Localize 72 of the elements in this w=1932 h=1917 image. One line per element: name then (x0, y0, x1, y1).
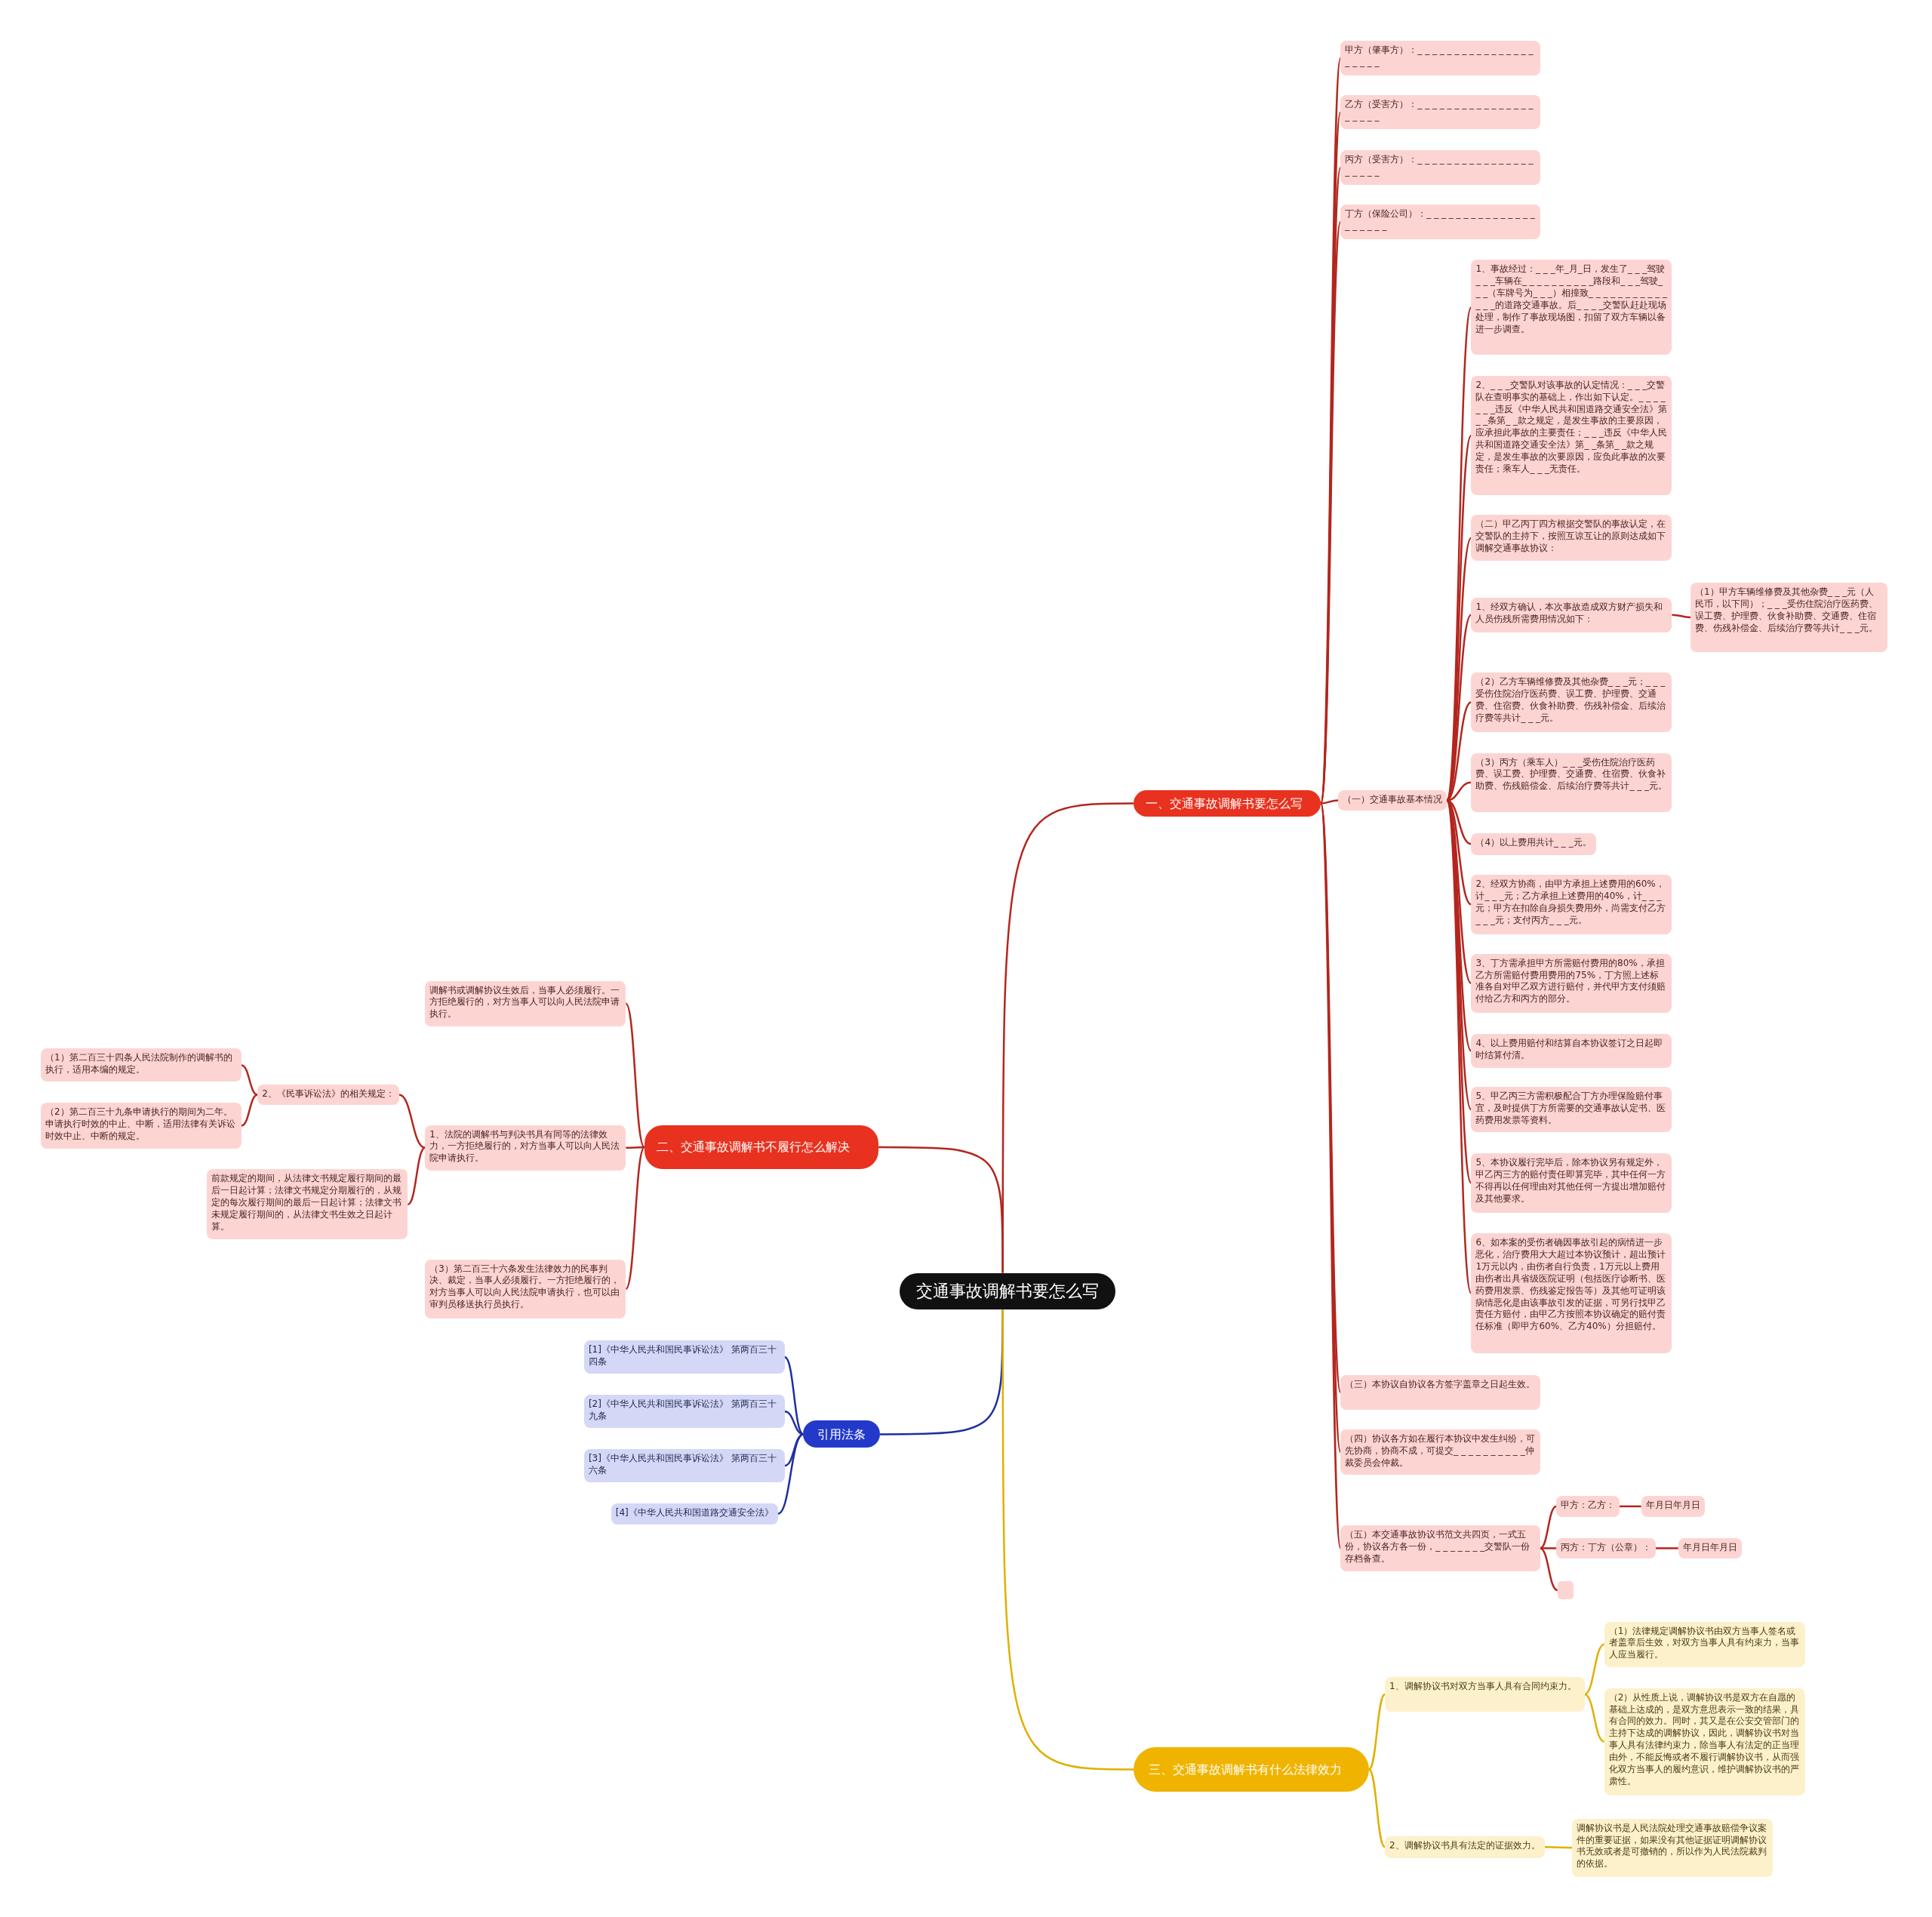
topic-box: （2）从性质上说，调解协议书是双方在自愿的基础上达成的，是双方意思表示一致的结果，具有合同的效力。同时，其又是在公安交管部门的主持下达成的调解协议，因此，调解协议书对当事人具有法律约束力，除当事人有法定的正当理由外，不能反悔或者不履行调解协议书，从而强化双方当事人的履约意识，维护调解协议书的严肃性。 (1604, 1688, 1805, 1795)
connector-line (1001, 1309, 1134, 1771)
connector-line (1656, 1547, 1678, 1549)
topic-box: （1）第二百三十四条人民法院制作的调解书的执行，适用本编的规定。 (40, 1048, 242, 1082)
topic-box: [1]《中华人民共和国民事诉讼法》 第两百三十四条 (583, 1340, 785, 1374)
topic-box: 乙方（受害方）：_ _ _ _ _ _ _ _ _ _ _ _ _ _ _ _ _ _ _ _ _ (1340, 94, 1540, 130)
topic-box: （3）第二百三十六条发生法律效力的民事判决、裁定，当事人必须履行。一方拒绝履行的，对方当事人可以向人民法院申请执行，也可以由审判员移送执行员执行。 (425, 1259, 626, 1319)
connector-line (1540, 1547, 1558, 1592)
topic-box: 1、经双方确认，本次事故造成双方财产损失和人员伤残所需费用情况如下： (1471, 597, 1672, 632)
connector-line (1584, 1693, 1605, 1743)
topic-box: 丙方：丁方（公章）： (1556, 1537, 1657, 1559)
topic-box: （一）交通事故基本情况 (1338, 789, 1447, 811)
connector-line (625, 1003, 645, 1148)
topic-box: 5、甲乙丙三方需积极配合丁方办理保险赔付事宜，及时提供丁方所需要的交通事故认定书、医药费用发票等资料。 (1471, 1087, 1672, 1133)
connector-line (784, 1410, 804, 1435)
topic-box: 2、经双方协商，由甲方承担上述费用的60%，计_ _ _元；乙方承担上述费用的40%，计_ _ _元；甲方在扣除自身损失费用外，尚需支付乙方_ _ _元；支付丙方_ _ _元。 (1471, 875, 1672, 934)
connector-line (1540, 1505, 1557, 1549)
connector-line (1540, 1547, 1557, 1549)
branch-topic: 引用法条 (803, 1420, 880, 1448)
connector-line (626, 1146, 645, 1149)
topic-box: 年月日年月日 (1641, 1496, 1705, 1517)
topic-box: 4、以上费用赔付和结算自本协议签订之日起即时结算付清。 (1471, 1033, 1672, 1069)
connector-line (241, 1094, 258, 1127)
connector-line (784, 1356, 804, 1435)
topic-box: 前款规定的期间，从法律文书规定履行期间的最后一日起计算；法律文书规定分期履行的，从规定的每次履行期间的最后一日起计算；法律文书未规定履行期间的，从法律文书生效之日起计算。 (207, 1169, 408, 1240)
topic-box: 丁方（保险公司）：_ _ _ _ _ _ _ _ _ _ _ _ _ _ _ _ _ _ _ _ _ (1340, 205, 1540, 239)
topic-box: 调解书或调解协议生效后，当事人必须履行。一方拒绝履行的，对方当事人可以向人民法院申请执行。 (425, 980, 626, 1026)
topic-box: 甲方（肇事方）：_ _ _ _ _ _ _ _ _ _ _ _ _ _ _ _ _ _ _ _ _ (1340, 40, 1540, 75)
connector-line (1672, 614, 1691, 619)
connector-line (241, 1064, 258, 1096)
topic-box: 1、事故经过：_ _ _年_月_日，发生了_ _ _驾驶_ _ _车辆在_ _ _ _ _ _ _ _ _ _路段和_ _ _驾驶_ _ _（车牌号为_ _ _）相撞致_ _ _ _ _ _ _ _ _ _ _ _ _ _的道路交通事故。后_ _ _ _交警队赶赴现场处理，制作了事故现场图，扣留了双方车辆以备进一步调查。 (1471, 260, 1672, 355)
topic-box: 1、法院的调解书与判决书具有同等的法律效力，一方拒绝履行的，对方当事人可以向人民法院申请执行。 (425, 1125, 626, 1171)
topic-box: （2）乙方车辆维修费及其他杂费_ _ _元；_ _ _受伤住院治疗医药费、误工费、护理费、交通费、住宿费、伙食补助费、伤残补偿金、后续治疗费等共计_ _ _元。 (1471, 672, 1672, 732)
topic-box: 3、丁方需承担甲方所需赔付费用的80%，承担乙方所需赔付费用费用的75%，丁方照上述标准各自对甲乙双方进行赔付，并代甲方支付须赔付给乙方和丙方的部分。 (1471, 953, 1672, 1014)
branch-topic: 一、交通事故调解书要怎么写 (1134, 789, 1321, 817)
connector-line (1321, 799, 1339, 805)
topic-box: （五）本交通事故协议书范文共四页，一式五份，协议各方各一份，_ _ _ _ _ _ _交警队一份存档备查。 (1340, 1525, 1540, 1571)
connector-line (625, 1146, 645, 1290)
topic-box: （四）协议各方如在履行本协议中发生纠纷，可先协商，协商不成，可提交_ _ _ _ _ _ _ _ _ _仲裁委员会仲裁。 (1340, 1429, 1540, 1475)
topic-box: （2）第二百三十九条申请执行的期间为二年。申请执行时效的中止、中断，适用法律有关诉讼时效中止、中断的规定。 (40, 1103, 242, 1149)
topic-box: 2、调解协议书具有法定的证据效力。 (1385, 1835, 1545, 1858)
topic-box: （3）丙方（乘车人）_ _ _受伤住院治疗医药费、误工费、护理费、交通费、住宿费、伙食补助费、伤残赔偿金、后续治疗费等共计_ _ _元。 (1471, 752, 1672, 812)
topic-box: 1、调解协议书对双方当事人具有合同约束力。 (1385, 1677, 1585, 1712)
topic-box: （二）甲乙丙丁四方根据交警队的事故认定，在交警队的主持下，按照互谅互让的原则达成如下调解交通事故协议： (1471, 515, 1672, 561)
topic-box: [4]《中华人民共和国道路交通安全法》 (611, 1503, 778, 1525)
topic-box: 甲方：乙方： (1556, 1496, 1620, 1517)
topic-box: [2]《中华人民共和国民事诉讼法》 第两百三十九条 (583, 1395, 785, 1429)
topic-box: 年月日年月日 (1678, 1537, 1742, 1559)
empty-box (1557, 1580, 1574, 1600)
topic-box: 调解协议书是人民法院处理交通事故赔偿争议案件的重要证据，如果没有其他证据证明调解协议书无效或者是可撤销的，所以作为人民法院裁判的依据。 (1572, 1818, 1774, 1877)
topic-box: （1）法律规定调解协议书由双方当事人签名或者盖章后生效，对双方当事人具有约束力，当事人应当履行。 (1604, 1621, 1805, 1667)
topic-box: [3]《中华人民共和国民事诉讼法》 第两百三十六条 (583, 1449, 785, 1483)
topic-box: （1）甲方车辆维修费及其他杂费_ _ _元（人民币，以下同）；_ _ _受伤住院治疗医药费、误工费、护理费、伙食补助费、交通费、住宿费、伤残补偿金、后续治疗费等共计_ _ _元。 (1690, 583, 1888, 652)
topic-box: 2、_ _ _交警队对该事故的认定情况：_ _ _交警队在查明事实的基础上，作出如下认定。_ _ _ _ _ _ _违反《中华人民共和国道路交通安全法》第_ _条第_ _款之规定，是发生事故的主要原因，应承担此事故的主要责任；_ _ _违反《中华人民共和国道路交通安全法》第_ _条第_ _款之规定，是发生事故的次要原因，应负此事故的次要责任；乘车人_ _ _无责任。 (1471, 375, 1672, 496)
connector-line (1620, 1505, 1641, 1508)
connector-line (1584, 1643, 1605, 1696)
topic-box: 6、如本案的受伤者确因事故引起的病情进一步恶化，治疗费用大大超过本协议预计，超出预计1万元以内，由伤者自行负责，1万元以上费用由伤者出具省级医院证明（包括医疗诊断书、医药费用发票、伤残鉴定报告等）及其他可证明该病情恶化是由该事故引发的证据，可另行找甲乙责任方赔付，由甲乙方按照本协议确定的赔付责任标准（即甲方60%、乙方40%）分担赔付。 (1471, 1233, 1672, 1353)
topic-box: 丙方（受害方）：_ _ _ _ _ _ _ _ _ _ _ _ _ _ _ _ _ _ _ _ _ (1340, 150, 1540, 185)
connector-line (878, 1146, 1004, 1273)
topic-box: 2、《民事诉讼法》的相关规定： (257, 1084, 399, 1106)
topic-box: 5、本协议履行完毕后，除本协议另有规定外，甲乙丙三方的赔付责任即算完毕，其中任何一方不得再以任何理由对其他任何一方提出增加赔付及其他要求。 (1471, 1153, 1672, 1213)
connector-line (398, 1094, 426, 1149)
connector-line (1368, 1693, 1386, 1771)
branch-topic: 三、交通事故调解书有什么法律效力 (1134, 1747, 1369, 1792)
connector-line (1368, 1768, 1386, 1848)
connector-line (777, 1433, 804, 1515)
central-topic: 交通事故调解书要怎么写 (899, 1272, 1115, 1310)
connector-line (1544, 1846, 1573, 1849)
topic-box: （三）本协议自协议各方签字盖章之日起生效。 (1340, 1375, 1540, 1410)
topic-box: （4）以上费用共计_ _ _元。 (1471, 832, 1596, 856)
connector-line (407, 1146, 426, 1205)
branch-topic: 二、交通事故调解书不履行怎么解决 (644, 1125, 879, 1170)
